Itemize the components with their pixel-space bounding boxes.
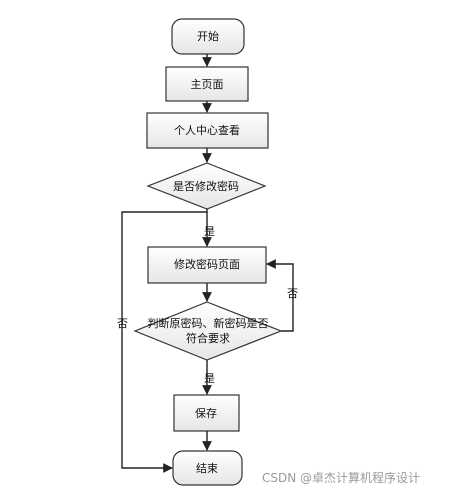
- end-label: 结束: [196, 462, 218, 475]
- personal-center-node: [146, 112, 269, 149]
- validate-password-decision: [133, 301, 283, 361]
- home-node: [165, 66, 249, 102]
- change-password-page-node: [147, 246, 267, 284]
- personal-center-label: 个人中心查看: [174, 123, 240, 137]
- start-label: 开始: [197, 29, 219, 43]
- change-password-decision-label: 是否修改密码: [173, 179, 239, 193]
- watermark: CSDN @卓杰计算机程序设计: [262, 470, 420, 485]
- edge-label-yes-1: 是: [204, 225, 215, 238]
- edge-label-yes-2: 是: [204, 372, 215, 385]
- change-password-page-label: 修改密码页面: [174, 257, 240, 271]
- edge-validate-no-page: [266, 259, 294, 332]
- home-label: 主页面: [191, 78, 224, 91]
- edge-decision-no-end: [121, 211, 207, 473]
- start-node: [171, 18, 245, 55]
- validate-password-label-1: 判断原密码、新密码是否: [148, 316, 269, 330]
- validate-password-label-2: 符合要求: [186, 331, 230, 345]
- end-node: [172, 450, 243, 486]
- edge-label-no-left: 否: [117, 317, 128, 330]
- edge-label-no-right: 否: [287, 287, 298, 300]
- save-node: [173, 394, 240, 432]
- save-label: 保存: [195, 406, 217, 420]
